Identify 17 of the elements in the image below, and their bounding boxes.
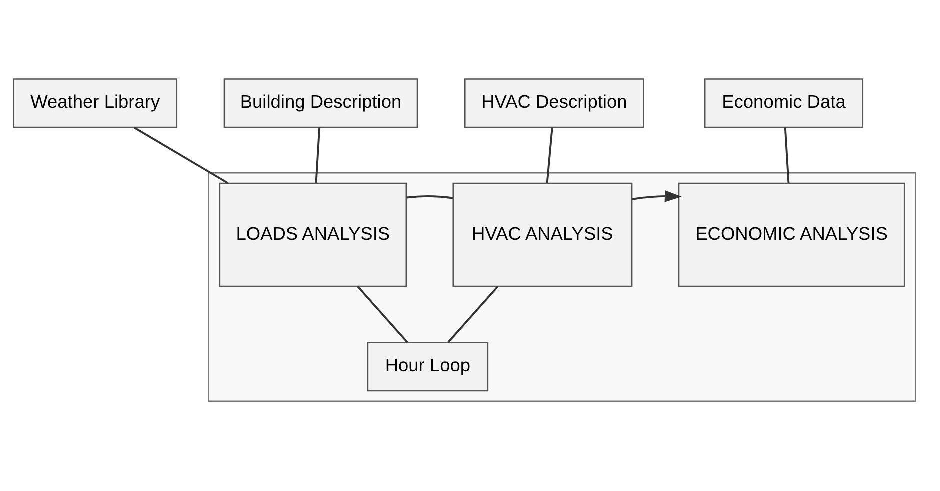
- node-box: Economic Data: [704, 78, 864, 128]
- connector: [406, 195, 454, 200]
- node-box: Building Description: [224, 78, 418, 128]
- arrow: [632, 190, 682, 202]
- node-box: Weather Library: [13, 78, 178, 128]
- node-box: HVAC Description: [464, 78, 644, 128]
- connector: [134, 126, 229, 184]
- connector: [315, 128, 321, 184]
- connector: [546, 128, 554, 184]
- connector: [357, 286, 408, 344]
- connector: [448, 286, 499, 344]
- connector: [784, 128, 790, 184]
- node-box: Hour Loop: [367, 342, 489, 392]
- node-box: LOADS ANALYSIS: [219, 182, 408, 288]
- cluster: [208, 172, 916, 402]
- node-box: ECONOMIC ANALYSIS: [678, 182, 906, 288]
- node-box: HVAC ANALYSIS: [452, 182, 633, 288]
